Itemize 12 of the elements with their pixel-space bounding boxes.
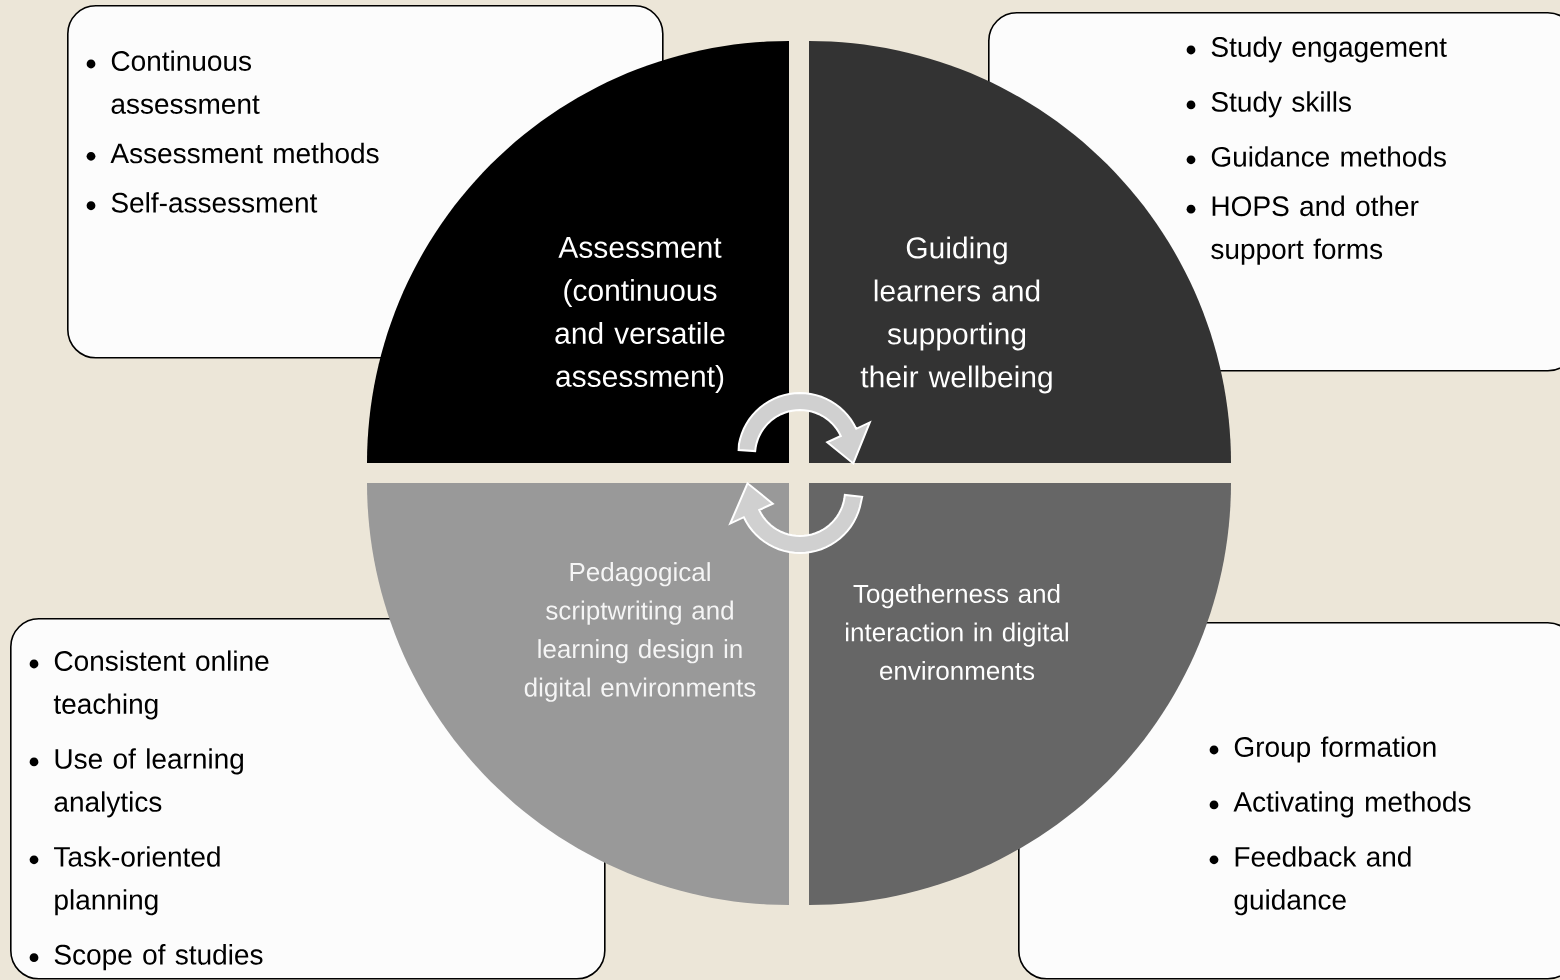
list-item: Scope of studies	[54, 944, 263, 971]
quadrant: Pedagogical scriptwriting and learning design in digital environments	[367, 483, 789, 905]
list-item: Consistent online teaching	[53, 650, 269, 720]
cycle-arrow	[737, 392, 872, 466]
list-item: Task-oriented planning	[54, 846, 220, 916]
list-item: Feedback and guidance	[1234, 846, 1411, 916]
list-item: Activating methods	[1233, 791, 1471, 818]
list-item: Self-assessment	[111, 192, 318, 213]
list-item: Continuous assessment	[111, 50, 260, 114]
quadrant: Togetherness and interaction in digital environments	[809, 483, 1231, 905]
list-item: Use of learning analytics	[54, 748, 243, 818]
list-item: Group formation	[1234, 736, 1436, 763]
